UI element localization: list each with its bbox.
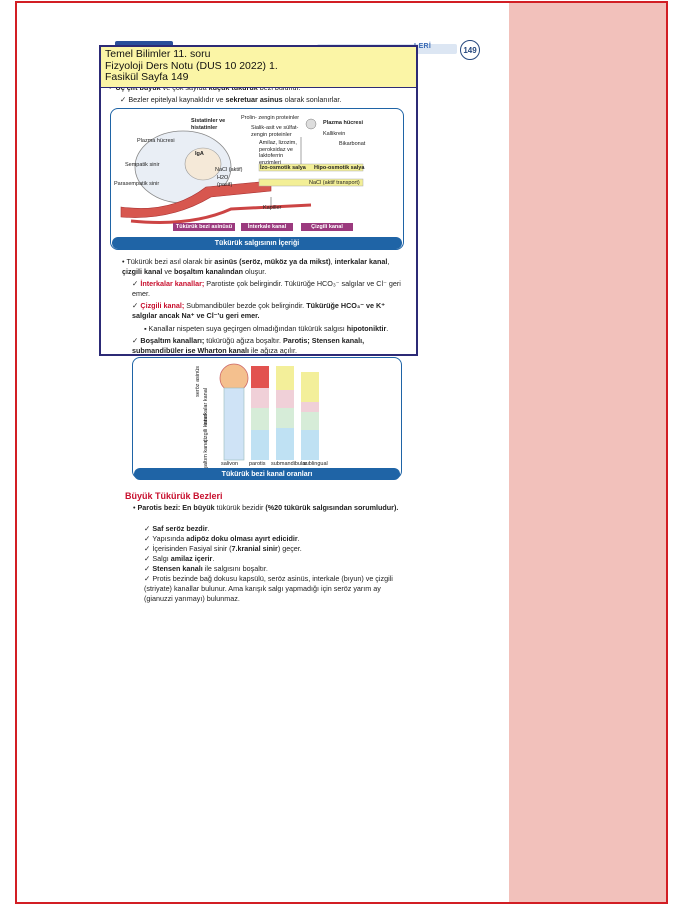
page-frame: LERİ 149 • Üç çift büyük ve çok sayıda k… xyxy=(15,1,668,904)
label-iga: IgA xyxy=(195,151,204,157)
parotis-item: ✓ Saf seröz bezdir. xyxy=(144,524,210,533)
overlay-line-3: Fasikül Sayfa 149 xyxy=(105,71,189,83)
parotis-item: ✓ Protis bezinde bağ dokusu kapsülü, ser… xyxy=(144,574,393,603)
overlay-header: Temel Bilimler 11. soru Fizyoloji Ders N… xyxy=(101,47,416,88)
label-amilaz: Amilaz, lizozim, peroksidaz ve laktoferr… xyxy=(259,140,297,166)
textbook-page: LERİ 149 • Üç çift büyük ve çok sayıda k… xyxy=(17,3,507,902)
overlay-line-1: Temel Bilimler 11. soru xyxy=(105,48,211,60)
saliva-content-figure: Sistatinler ve histatinler Prolin- zengi… xyxy=(110,108,404,250)
parotis-check-list: ✓ Saf seröz bezdir. ✓ Yapısında adipöz d… xyxy=(144,524,406,604)
label-sistatinler: Sistatinler ve histatinler xyxy=(191,118,226,131)
label-nacl-transport: NaCl (aktif transport) xyxy=(309,180,360,186)
parotis-item: ✓ Stensen kanalı ile salgısını boşaltır. xyxy=(144,564,268,573)
bullet-2: • Tükürük bezi asıl olarak bir asinüs (s… xyxy=(122,257,390,276)
label-nacl: NaCl (aktif) xyxy=(215,167,243,173)
xlabel-2: submandibular xyxy=(271,461,308,467)
sub-bullet-hipotonik: ▪ Kanallar nispeten suya geçirgen olmadı… xyxy=(144,324,389,333)
check-bosaltim: ✓ Boşaltım kanalları; tükürüğü ağıza boş… xyxy=(132,336,365,355)
label-plazma-left: Plazma hücresi xyxy=(137,138,175,144)
label-plazma-top: Plazma hücresi xyxy=(323,120,364,126)
label-parasempatik: Parasempatik sinir xyxy=(114,181,160,187)
check-cizgili: ✓ Çizgili kanal; Submandibüler bezde çok… xyxy=(132,301,385,320)
question-reference-overlay: Temel Bilimler 11. soru Fizyoloji Ders N… xyxy=(99,45,418,356)
parotis-item: ✓ Salgı amilaz içerir. xyxy=(144,554,215,563)
label-kallikrein: Kallikrein xyxy=(323,131,346,137)
label-asinus: Tükürük bezi asinüsü xyxy=(173,223,235,231)
parotis-item: ✓ Yapısında adipöz doku olması ayırt edi… xyxy=(144,534,300,543)
section-heading: Büyük Tükürük Bezleri xyxy=(125,491,223,501)
parotis-bullet: • Parotis bezi: En büyük tükürük bezidir… xyxy=(133,503,399,512)
figure2-caption: Tükürük bezi kanal oranları xyxy=(134,468,400,480)
parotis-item: ✓ İçerisinden Fasiyal sinir (7.kranial s… xyxy=(144,544,302,553)
label-h2o: H2O (pasif) xyxy=(217,175,233,188)
right-margin-panel xyxy=(509,3,666,902)
overlay-line-2: Fizyoloji Ders Notu (DUS 10 2022) 1. xyxy=(105,59,278,72)
duct-ratio-figure: seröz asinüs interkalar kanal çizgili ka… xyxy=(132,357,402,479)
label-sempatik: Sempatik sinir xyxy=(125,162,160,168)
label-interkale: İnterkale kanal xyxy=(241,223,293,231)
xlabel-1: parotis xyxy=(249,461,266,467)
label-bikarbonat: Bikarbonat xyxy=(339,141,366,147)
xlabel-0: salivon xyxy=(221,461,239,467)
label-hipo: Hipo-osmotik salya xyxy=(314,165,365,171)
page-number: 149 xyxy=(460,40,480,60)
section-title: LERİ xyxy=(414,43,432,50)
label-cizgili: Çizgili kanal xyxy=(301,223,353,231)
label-prolin: Prolin- zengin proteinler xyxy=(241,115,300,121)
bullet-1: • Üç çift büyük ve çok sayıda küçük tükü… xyxy=(109,83,301,92)
label-kapiller: Kapiller xyxy=(263,205,282,211)
check-interkalar: ✓ İnterkalar kanallar; Parotiste çok bel… xyxy=(132,279,401,298)
check-item-1: ✓ Bezler epitelyal kaynaklıdır ve sekret… xyxy=(120,95,342,104)
figure1-caption: Tükürük salgısının İçeriği xyxy=(112,237,402,249)
saliva-diagram xyxy=(120,118,364,224)
ylabel-0: seröz asinüs xyxy=(195,366,201,397)
duct-ratio-diagram xyxy=(219,363,319,461)
label-sialik: Sialik-asit ve sülfat-zengin proteinler xyxy=(251,125,299,138)
xlabel-3: sublingual xyxy=(303,461,328,467)
label-izo: İzo-osmotik salya xyxy=(260,165,306,171)
